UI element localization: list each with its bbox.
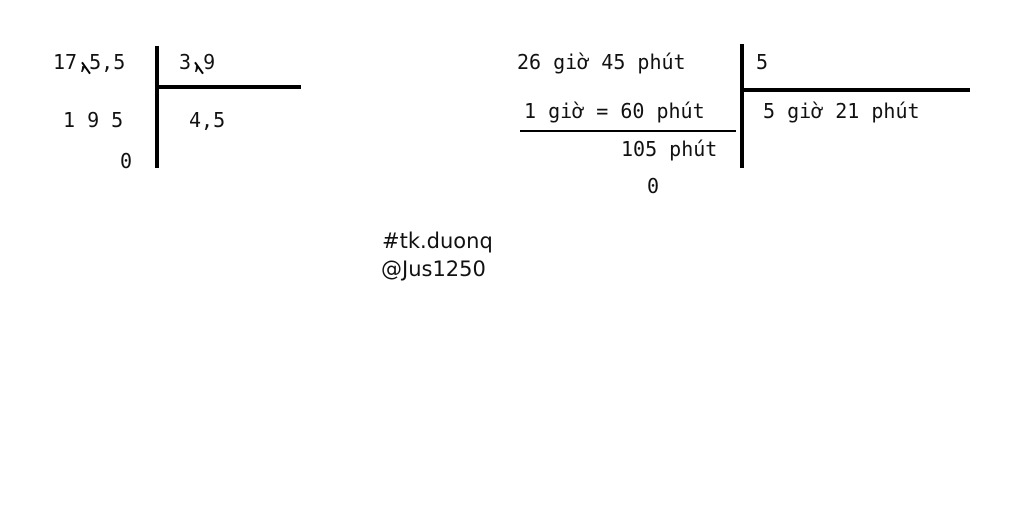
subtotal-row: 105 phút	[621, 137, 718, 161]
division-horizontal-bar	[740, 88, 970, 92]
division-vertical-bar	[155, 46, 159, 168]
signature-line-1: #tk.duonq	[382, 229, 493, 253]
divisor-1: 3,9	[179, 50, 216, 74]
division-vertical-bar	[740, 44, 744, 168]
quotient-2: 5 giờ 21 phút	[763, 99, 920, 123]
final-remainder-2: 0	[647, 174, 660, 198]
remainder-row-1: 1 9 5	[63, 108, 124, 132]
final-remainder-1: 0	[120, 149, 133, 173]
division-horizontal-bar	[155, 85, 301, 89]
quotient-1: 4,5	[189, 108, 226, 132]
divisor-2: 5	[756, 50, 769, 74]
subtraction-line	[520, 130, 736, 132]
dividend-1: 17,5,5	[53, 50, 126, 74]
dividend-2: 26 giờ 45 phút	[517, 50, 686, 74]
signature-line-2: @Jus1250	[381, 257, 486, 281]
conversion-row: 1 giờ = 60 phút	[524, 99, 705, 123]
